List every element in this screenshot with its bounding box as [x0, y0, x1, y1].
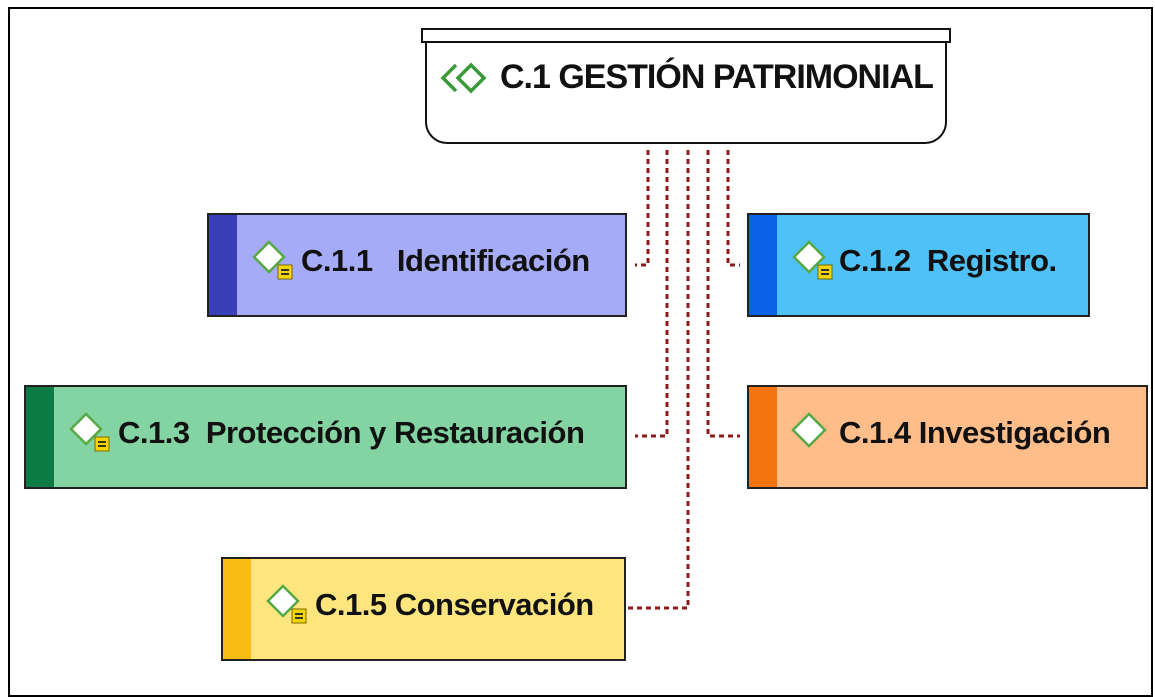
connector-lines — [626, 150, 740, 610]
node-c11-identificacion[interactable]: C.1.1 Identificación — [207, 213, 627, 317]
diamond-note-icon — [252, 240, 293, 280]
node-c14-investigacion[interactable]: C.1.4 Investigación — [747, 385, 1148, 489]
diagram-canvas: C.1 GESTIÓN PATRIMONIAL C.1.1 Identifica… — [8, 7, 1153, 697]
node-c12-registro[interactable]: C.1.2 Registro. — [747, 213, 1090, 317]
node-strip — [223, 559, 251, 659]
node-label: C.1.5 Conservación — [315, 587, 594, 622]
node-label: C.1.2 Registro. — [839, 243, 1057, 278]
connector-c11 — [635, 150, 650, 267]
diamond-note-icon — [266, 584, 307, 624]
connector-c12 — [726, 150, 740, 267]
node-strip — [209, 215, 237, 315]
node-label: C.1.4 Investigación — [839, 415, 1111, 450]
connector-c14 — [706, 150, 740, 438]
diamond-icon — [791, 412, 827, 448]
diamond-note-icon — [792, 240, 833, 280]
root-node[interactable] — [425, 28, 947, 144]
node-label: C.1.1 Identificación — [301, 243, 590, 278]
root-node-label: C.1 GESTIÓN PATRIMONIAL — [500, 58, 934, 96]
node-strip — [26, 387, 54, 487]
node-label: C.1.3 Protección y Restauración — [118, 415, 585, 450]
diamond-note-icon — [69, 412, 110, 452]
node-c13-proteccion-restauracion[interactable]: C.1.3 Protección y Restauración — [24, 385, 627, 489]
connector-c15 — [626, 150, 690, 610]
root-node-cap — [421, 28, 951, 43]
node-strip — [749, 215, 777, 315]
connector-c13 — [635, 150, 669, 438]
node-c15-conservacion[interactable]: C.1.5 Conservación — [221, 557, 626, 661]
double-chevron-diamond-icon — [440, 62, 487, 94]
node-strip — [749, 387, 777, 487]
